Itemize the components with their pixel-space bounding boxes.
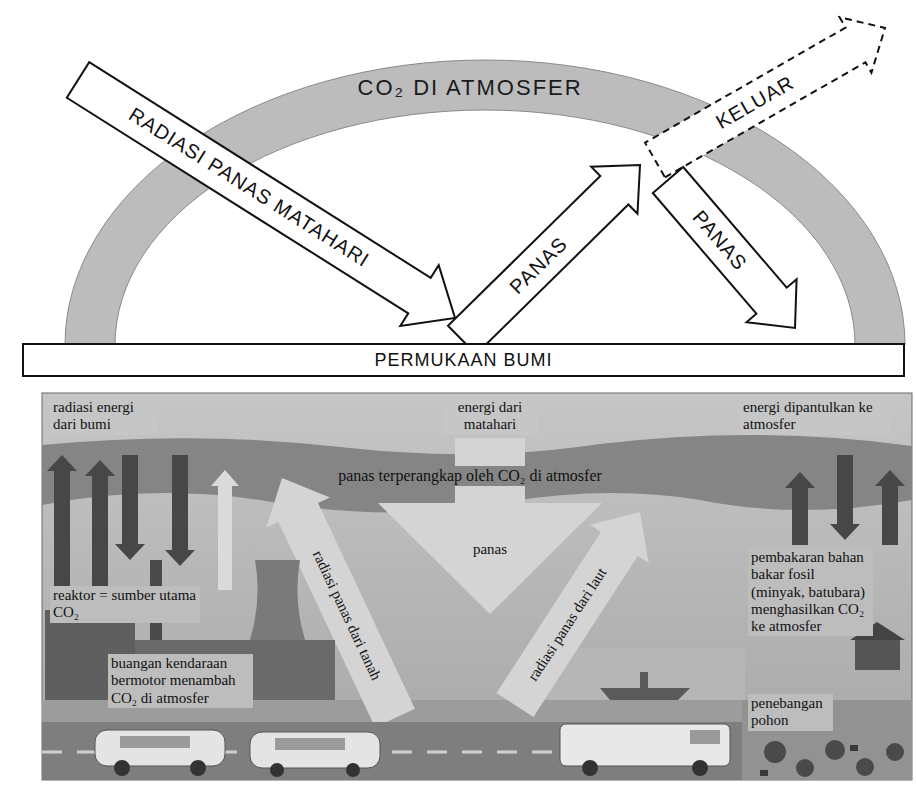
- ship: [600, 672, 690, 700]
- surface-box: PERMUKAAN BUMI: [22, 343, 905, 377]
- ground-radiation-arrow: [211, 470, 239, 590]
- callout-label-holder: pembakaran bahan bakar fosil (minyak, ba…: [748, 548, 873, 636]
- smoke-arrow: [875, 470, 905, 545]
- arrow-label-holder: radiasi panas dari laut: [522, 562, 613, 688]
- band-title: CO₂ DI ATMOSFER: [358, 75, 583, 100]
- callout-label: pembakaran bahan bakar fosil (minyak, ba…: [748, 548, 873, 636]
- truck: [560, 724, 730, 776]
- heat-up-arrow: [448, 165, 640, 354]
- callout-label: panas: [470, 540, 510, 559]
- callout-label-holder: penebangan pohon: [748, 694, 833, 731]
- callout-label-holder: buangan kendaraan bermotor menambah CO₂ …: [108, 654, 253, 708]
- band-title-holder: CO₂ DI ATMOSFER: [358, 75, 583, 100]
- atmosphere-arch: [65, 60, 905, 345]
- house: [855, 640, 900, 670]
- returning-heat-arrow: [830, 455, 860, 540]
- sea-heat-arrow: [497, 512, 649, 717]
- smoke-arrow: [85, 460, 115, 590]
- band-label: panas terperangkap oleh CO₂ di atmosfer: [335, 466, 605, 486]
- sea: [545, 648, 745, 700]
- car: [250, 732, 380, 777]
- callout-label: radiasi energi dari bumi: [50, 398, 158, 435]
- arrow-label-holder: radiasi panas dari tanah: [307, 545, 387, 686]
- band-label-holder: panas terperangkap oleh CO₂ di atmosfer: [335, 466, 605, 486]
- callout-label: reaktor = sumber utama CO₂: [50, 586, 200, 623]
- arrow-label: KELUAR: [709, 69, 801, 136]
- returning-heat-arrow: [115, 455, 145, 560]
- arrow-label-holder: PANAS: [685, 203, 754, 278]
- scene-panel: [42, 393, 912, 780]
- arrow-label: radiasi panas dari tanah: [307, 545, 387, 686]
- arrow-label: PANAS: [685, 203, 754, 278]
- smoke-arrow: [785, 472, 815, 545]
- car: [95, 730, 225, 776]
- road: [42, 722, 742, 780]
- callout-label-holder: radiasi energi dari bumi: [50, 398, 158, 435]
- arrow-label-holder: PANAS: [502, 229, 575, 301]
- callout-label-holder: panas: [470, 540, 510, 559]
- greenhouse-scene: [42, 393, 912, 780]
- tree-stumps: [760, 740, 904, 777]
- arrow-label: RADIASI PANAS MATAHARI: [121, 101, 376, 275]
- callout-label: energi dari matahari: [443, 398, 538, 435]
- cooling-tower: [250, 560, 305, 640]
- arrow-label: PANAS: [502, 229, 575, 301]
- arrow-label-holder: KELUAR: [709, 69, 801, 136]
- callout-label-holder: energi dari matahari: [443, 398, 538, 435]
- returning-heat-arrow: [165, 455, 195, 566]
- callout-label-holder: reaktor = sumber utama CO₂: [50, 586, 200, 623]
- arrow-label-holder: RADIASI PANAS MATAHARI: [121, 101, 376, 275]
- callout-label: penebangan pohon: [748, 694, 833, 731]
- callout-label: buangan kendaraan bermotor menambah CO₂ …: [108, 654, 253, 708]
- arrow-label: radiasi panas dari laut: [522, 562, 613, 688]
- smoke-arrow: [47, 455, 77, 590]
- surface-label: PERMUKAAN BUMI: [374, 350, 552, 371]
- callout-label: energi dipantulkan ke atmosfer: [740, 398, 890, 435]
- callout-label-holder: energi dipantulkan ke atmosfer: [740, 398, 890, 435]
